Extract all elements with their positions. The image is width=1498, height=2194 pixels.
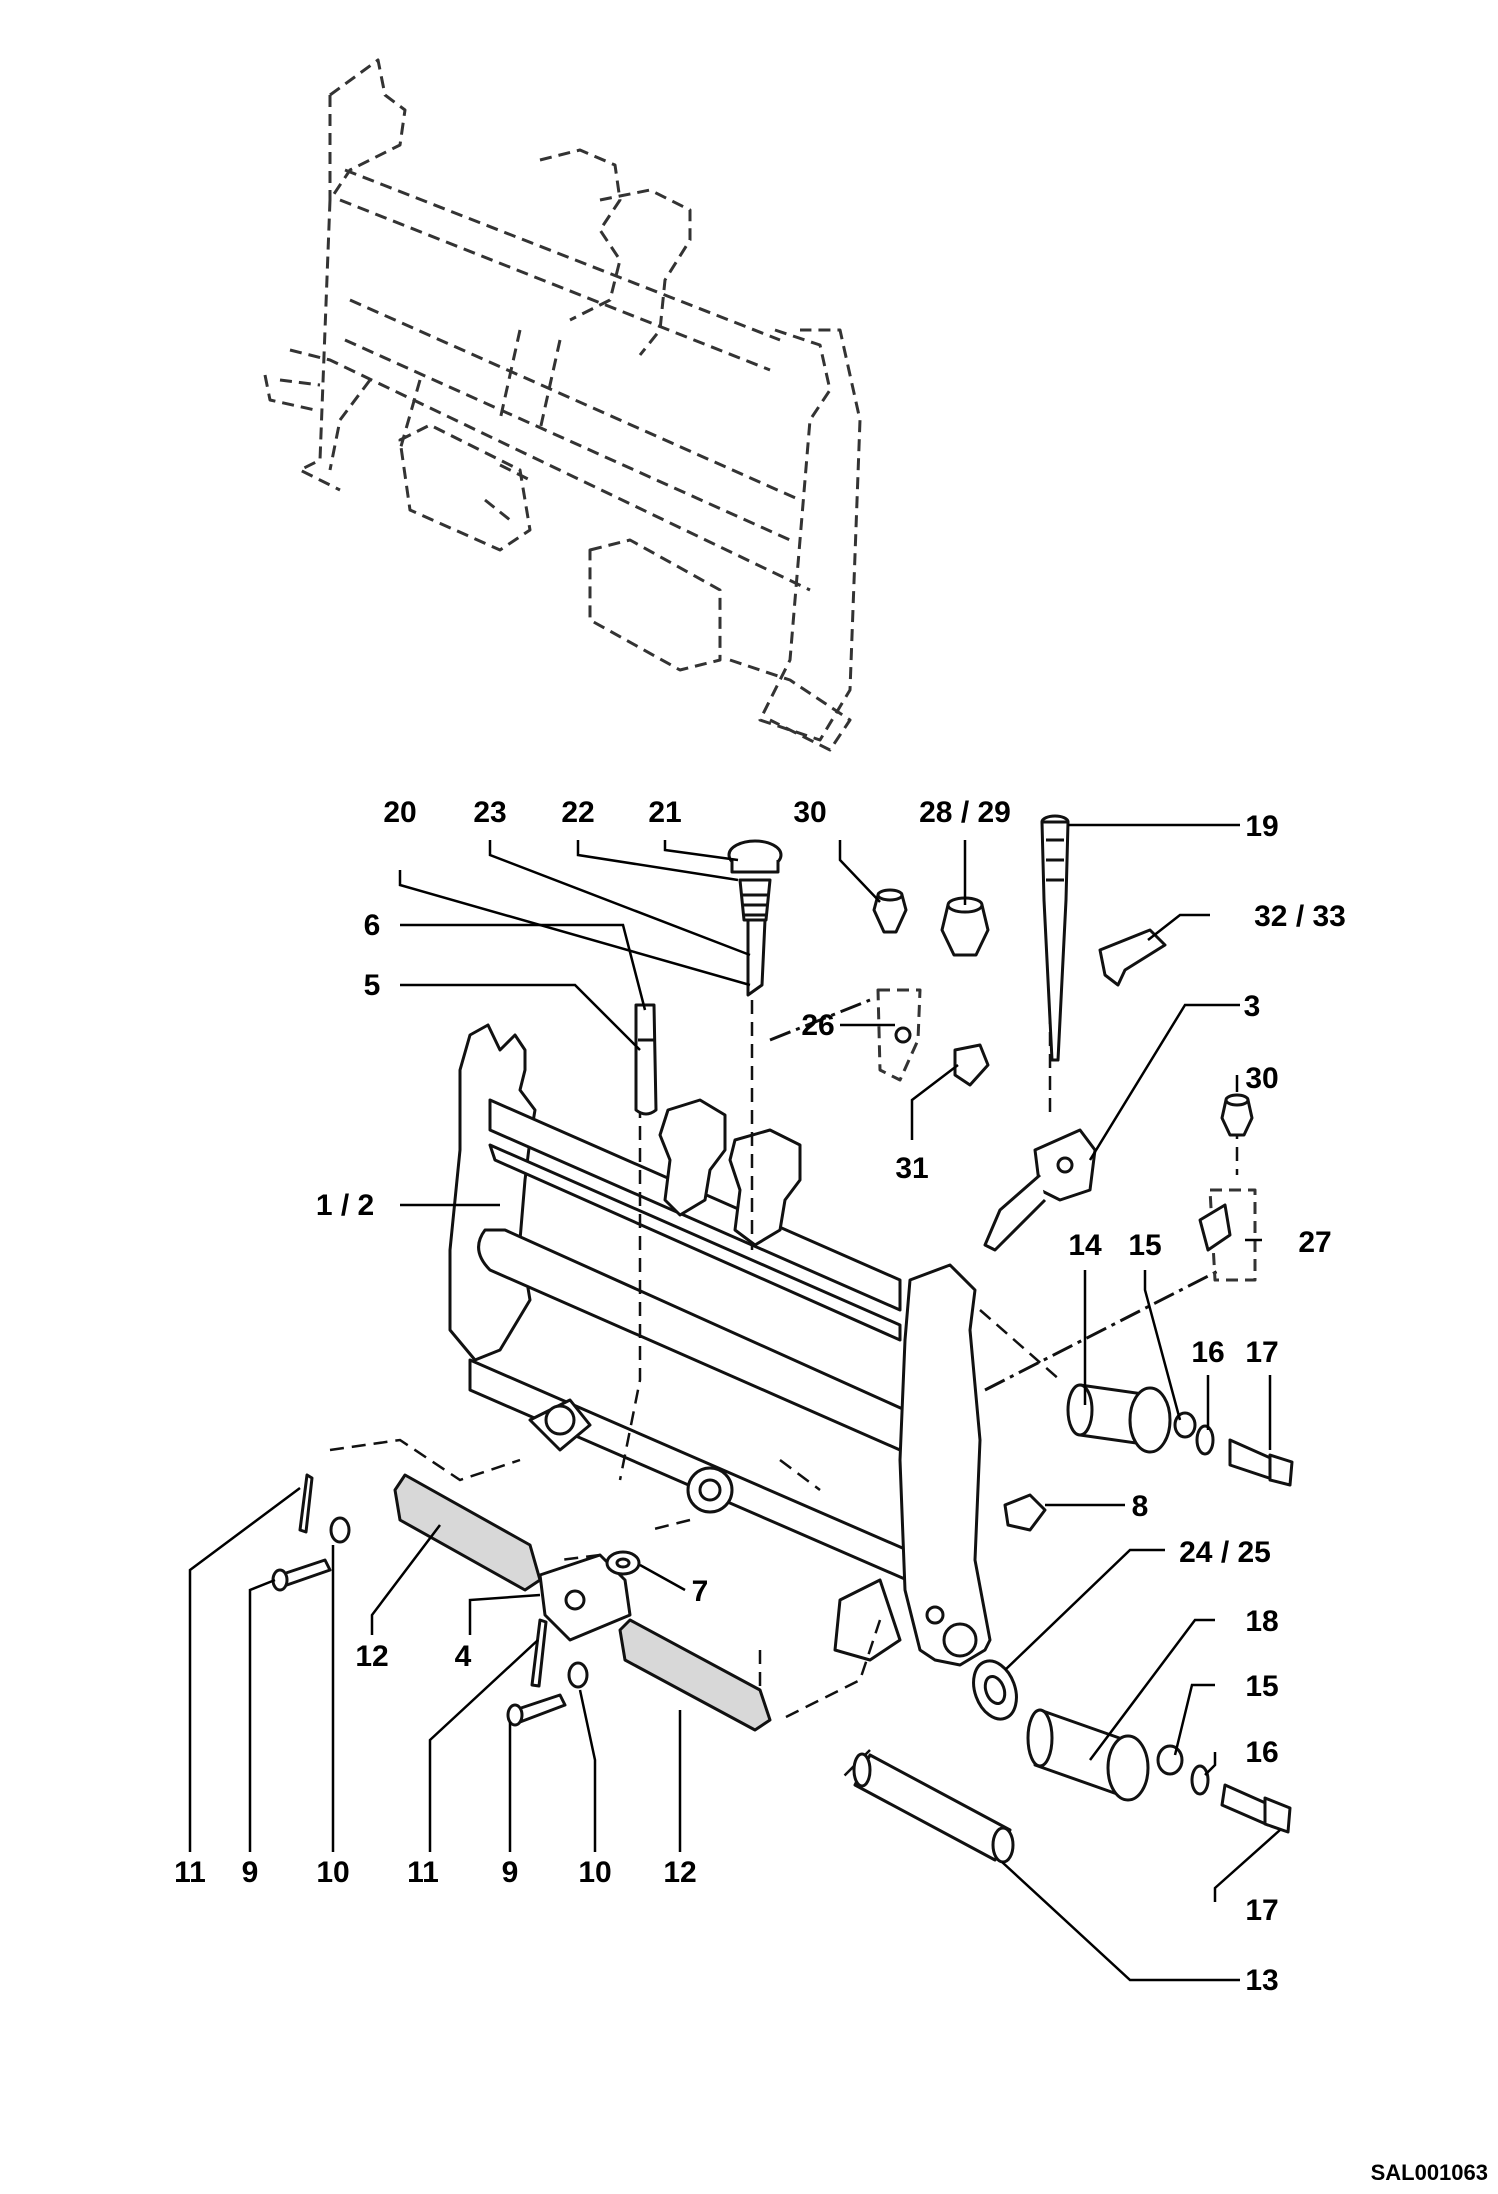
lock-pin-assembly [727,839,783,997]
sleeve-part-14 [1066,1383,1172,1454]
callout-24-25: 24 / 25 [1179,1536,1271,1569]
callout-10-mid: 10 [578,1856,611,1889]
fitting-part-30a [872,888,908,934]
callout-16-upper: 16 [1191,1336,1224,1369]
callout-31: 31 [895,1152,928,1185]
washer-part-16b [1190,1764,1210,1796]
callout-26: 26 [801,1009,834,1042]
washer-part-24-25 [972,1659,1018,1721]
sleeve-part-18 [1026,1708,1150,1802]
callout-7: 7 [692,1575,709,1608]
callout-12-lower: 12 [663,1856,696,1889]
bolt-part-17b [1220,1783,1292,1834]
rod-part-13 [852,1752,1015,1864]
callout-13: 13 [1245,1964,1278,1997]
callout-9-mid: 9 [502,1856,519,1889]
ghost-carriage-assembly [263,58,862,752]
callout-6: 6 [364,909,381,942]
spacer-part-15b [1156,1744,1184,1776]
callout-30-right: 30 [1245,1062,1278,1095]
rod-part-19 [1040,814,1070,1062]
callout-19: 19 [1245,810,1278,843]
callout-17-lower: 17 [1245,1894,1278,1927]
fitting-part-30b [1220,1093,1254,1137]
plate-part-4 [538,1553,632,1642]
assembly-guide-lines [329,998,1239,1781]
callout-17-upper: 17 [1245,1336,1278,1369]
callout-10-left: 10 [316,1856,349,1889]
callout-11-mid: 11 [407,1856,439,1889]
callout-20: 20 [383,796,416,829]
callout-5: 5 [364,969,381,1002]
washer-part-10b [567,1661,589,1689]
callout-32-33: 32 / 33 [1254,900,1346,933]
callout-27: 27 [1298,1226,1331,1259]
carriage-frame [448,1023,992,1667]
callout-22: 22 [561,796,594,829]
callout-23: 23 [473,796,506,829]
pin-part-5-6 [634,1003,658,1116]
callout-1-2: 1 / 2 [316,1189,374,1222]
callout-9-left: 9 [242,1856,259,1889]
callout-12-upper: 12 [355,1640,388,1673]
callout-18: 18 [1245,1605,1278,1638]
rack-part-12b [618,1618,772,1732]
callout-15-lower: 15 [1245,1670,1278,1703]
nut-part-28-29 [940,896,990,957]
pin-part-9a [271,1558,332,1592]
leader-lines [188,823,1281,1982]
washer-part-10a [329,1516,351,1544]
clip-part-32-33 [1098,928,1167,987]
callout-15-upper: 15 [1128,1229,1161,1262]
bolt-part-17a [1228,1438,1294,1487]
split-pin-part-11b [530,1618,548,1688]
pin-part-9b [506,1693,567,1727]
callout-3: 3 [1244,990,1261,1023]
fitting-part-31 [953,1043,990,1087]
rack-part-12a [393,1473,542,1592]
valve-part-3 [983,1128,1097,1252]
fitting-part-8 [1003,1493,1047,1532]
callout-30-top: 30 [793,796,826,829]
washer-part-16a [1195,1424,1215,1456]
callout-14: 14 [1068,1229,1102,1262]
drawing-code: SAL001063 [1371,2160,1488,2185]
bracket-part-26 [876,988,922,1082]
callout-16-lower: 16 [1245,1736,1278,1769]
washer-part-7 [605,1550,641,1576]
callout-11-left: 11 [174,1856,206,1889]
block-part-27 [1198,1188,1257,1282]
callout-labels: 20 23 22 21 30 28 / 29 19 6 32 / 33 5 26… [174,796,1346,1997]
callout-8: 8 [1132,1490,1149,1523]
split-pin-part-11a [298,1473,314,1534]
callout-4: 4 [455,1640,472,1673]
callout-21: 21 [648,796,681,829]
callout-28-29: 28 / 29 [919,796,1011,829]
